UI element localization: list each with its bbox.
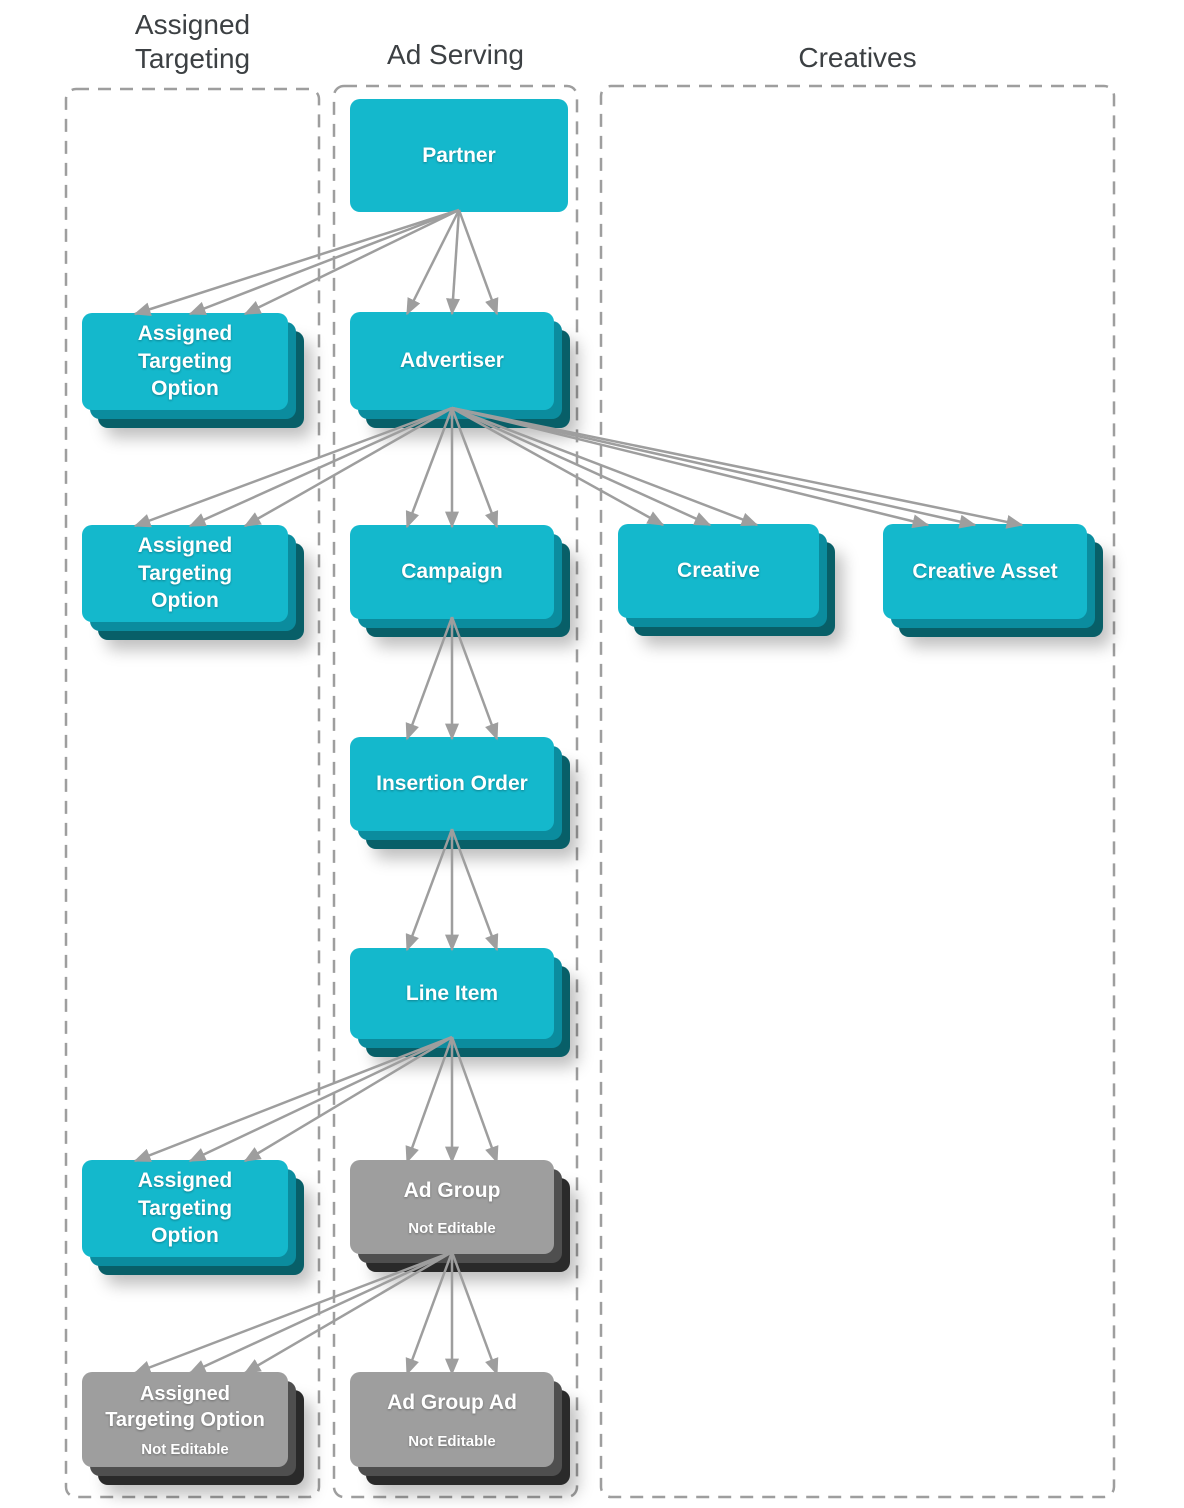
node-ad-group-ad-label: Ad Group Ad — [387, 1391, 517, 1415]
node-insertion-order-label: Insertion Order — [376, 772, 528, 796]
node-line-item: Line Item — [350, 948, 554, 1039]
column-header-ad-serving: Ad Serving — [333, 38, 578, 72]
node-campaign: Campaign — [350, 525, 554, 619]
node-ad-group: Ad Group Not Editable — [350, 1160, 554, 1254]
node-assigned-targeting-option-line-item-label: Assigned Targeting Option — [137, 1168, 233, 1248]
node-ad-group-label: Ad Group — [403, 1178, 501, 1202]
column-header-assigned-targeting: Assigned Targeting — [65, 8, 320, 76]
node-assigned-targeting-option-ad-group: Assigned Targeting Option Not Editable — [82, 1372, 288, 1467]
node-line-item-label: Line Item — [405, 981, 499, 1005]
node-advertiser: Advertiser — [350, 312, 554, 410]
node-assigned-targeting-option-partner-label: Assigned Targeting Option — [137, 321, 233, 401]
node-ad-group-ad: Ad Group Ad Not Editable — [350, 1372, 554, 1467]
node-assigned-targeting-option-advertiser: Assigned Targeting Option — [82, 525, 288, 622]
column-header-creatives: Creatives — [600, 41, 1115, 75]
node-ad-group-not-editable-badge: Not Editable — [408, 1220, 496, 1238]
node-partner-label: Partner — [422, 143, 496, 167]
ad-serving-column-border — [332, 84, 579, 1499]
node-advertiser-label: Advertiser — [400, 349, 504, 373]
node-creative: Creative — [618, 524, 819, 618]
node-ad-group-ad-not-editable-badge: Not Editable — [408, 1432, 496, 1450]
assigned-targeting-column-border — [64, 87, 321, 1499]
node-creative-asset: Creative Asset — [883, 524, 1087, 619]
node-campaign-label: Campaign — [401, 560, 503, 584]
node-creative-asset-label: Creative Asset — [912, 559, 1058, 583]
column-header-assigned-targeting-text: Assigned Targeting — [134, 9, 251, 75]
node-insertion-order: Insertion Order — [350, 737, 554, 831]
column-header-ad-serving-text: Ad Serving — [387, 39, 524, 70]
node-partner: Partner — [350, 99, 568, 212]
creatives-column-border — [599, 84, 1116, 1499]
node-creative-label: Creative — [677, 559, 760, 583]
node-assigned-targeting-option-ad-group-label: Assigned Targeting Option — [105, 1382, 265, 1431]
column-header-creatives-text: Creatives — [798, 42, 917, 73]
node-assigned-targeting-option-partner: Assigned Targeting Option — [82, 313, 288, 410]
node-assigned-targeting-option-ad-group-not-editable-badge: Not Editable — [141, 1441, 229, 1459]
node-assigned-targeting-option-advertiser-label: Assigned Targeting Option — [137, 533, 233, 613]
node-assigned-targeting-option-line-item: Assigned Targeting Option — [82, 1160, 288, 1257]
